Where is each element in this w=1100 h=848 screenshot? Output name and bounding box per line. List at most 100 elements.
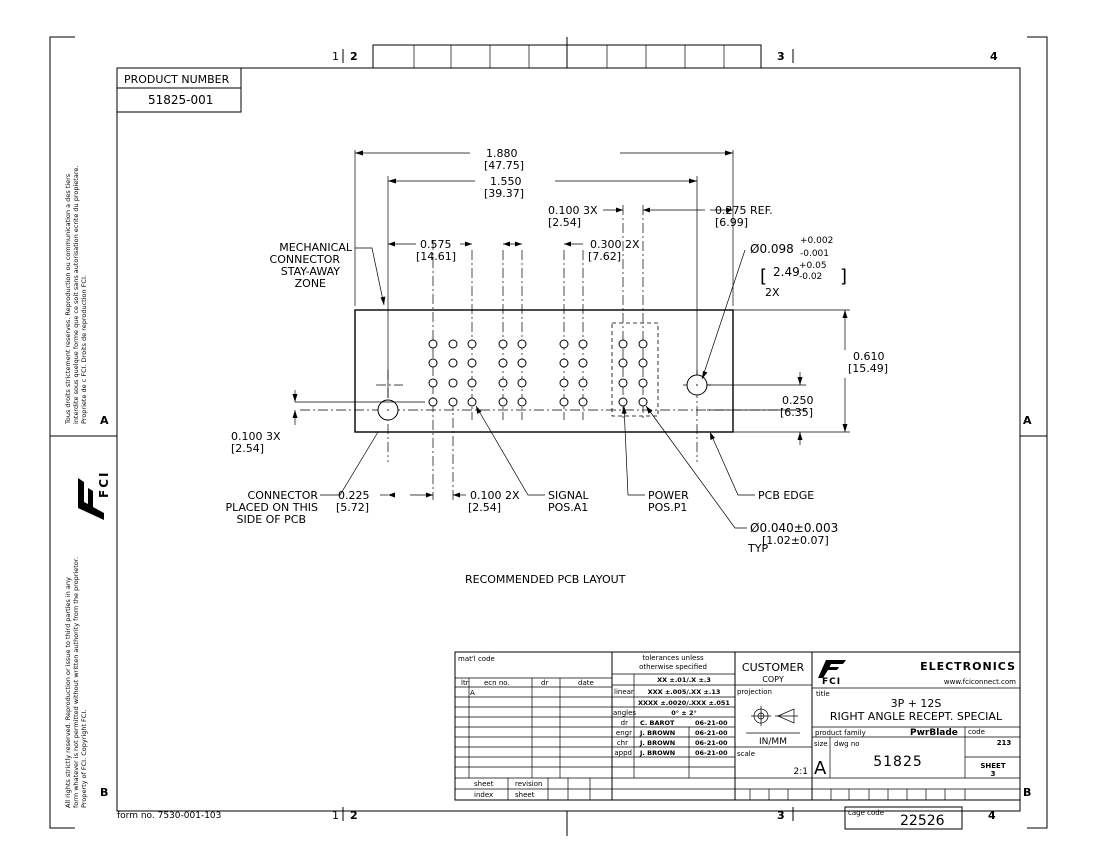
tolerance-row: XX ±.01/.X ±.3 — [657, 676, 711, 684]
svg-text:form whatever is not permitted: form whatever is not permitted without w… — [72, 557, 80, 808]
dim-0610: 0.610 — [853, 350, 885, 363]
svg-text:Propriete de c FCI. Droits de: Propriete de c FCI. Droits de reproducti… — [80, 275, 88, 424]
approval-role: appd — [614, 749, 632, 757]
copy-label: COPY — [762, 675, 784, 684]
zone-label: A — [1023, 414, 1032, 427]
svg-text:angles: angles — [613, 709, 636, 717]
legal-text-en: All rights strictly reserved. Reproducti… — [64, 557, 88, 808]
svg-text:FCI: FCI — [97, 471, 111, 498]
approval-role: dr — [621, 719, 628, 727]
revision-label: revision — [515, 780, 542, 788]
legal-text-fr: Tous droits strictement reserves. Reprod… — [64, 166, 88, 425]
cage-code-box: cage code 22526 — [844, 806, 963, 830]
power-holes — [618, 339, 648, 407]
product-number-box: PRODUCT NUMBER 51825-001 — [116, 67, 242, 113]
rev-ltr-a: A — [470, 689, 475, 697]
dim-1880-mm: [47.75] — [484, 159, 524, 172]
approval-name: J. BROWN — [639, 739, 675, 747]
product-family-label: product family — [815, 729, 866, 737]
dim-left-0100-mm: [2.54] — [231, 442, 264, 455]
tolerance-title: tolerances unless — [642, 654, 704, 662]
rev-header-ltr: ltr — [461, 679, 469, 687]
svg-text:Tous droits strictement reserv: Tous droits strictement reserves. Reprod… — [64, 173, 72, 425]
dim-0100-3x-mm: [2.54] — [548, 216, 581, 229]
fci-title-logo-text: FCI — [822, 677, 841, 687]
code-label: code — [968, 728, 985, 736]
fci-title-logo — [818, 660, 846, 678]
approval-date: 06-21-00 — [695, 729, 728, 737]
zone-label: 4 — [990, 50, 998, 63]
product-number-value: 51825-001 — [148, 93, 213, 107]
layout-title: RECOMMENDED PCB LAYOUT — [465, 573, 626, 586]
approval-role: chr — [617, 739, 628, 747]
sheet-border — [49, 36, 1048, 836]
dim-1880: 1.880 — [486, 147, 518, 160]
zone-label: 4 — [988, 809, 996, 822]
dim-0300-mm: [7.62] — [588, 250, 621, 263]
svg-text:[: [ — [760, 266, 767, 287]
zone-label: 3 — [777, 809, 785, 822]
approval-role: engr — [616, 729, 632, 737]
dim-0225-mm: [5.72] — [336, 501, 369, 514]
index-label: index — [474, 791, 493, 799]
dim-0275-mm: [6.99] — [715, 216, 748, 229]
zone-label: 2 — [350, 809, 358, 822]
svg-text:linear: linear — [614, 688, 634, 696]
zone-label: B — [100, 786, 108, 799]
svg-text:]: ] — [840, 266, 847, 287]
zone-label: 1 — [332, 809, 339, 822]
rev-header-dr: dr — [541, 679, 548, 687]
sheet-number-label: SHEET — [980, 762, 1005, 770]
pcb-layout-drawing — [292, 150, 850, 529]
approval-date: 06-21-00 — [695, 749, 728, 757]
svg-text:PLACED ON THIS: PLACED ON THIS — [225, 501, 318, 514]
svg-text:SIDE OF PCB: SIDE OF PCB — [237, 513, 307, 526]
size-label: size — [814, 740, 828, 748]
dim-typ: TYP — [747, 542, 768, 555]
zone-label: 3 — [777, 50, 785, 63]
dim-0225: 0.225 — [338, 489, 370, 502]
projection-label: projection — [737, 688, 772, 696]
svg-text:STAY-AWAY: STAY-AWAY — [281, 265, 341, 278]
note-power: POWER — [648, 489, 689, 502]
dim-1550: 1.550 — [490, 175, 522, 188]
svg-text:ZONE: ZONE — [295, 277, 326, 290]
svg-text:interdite sous quelque forme q: interdite sous quelque forme que ce soit… — [72, 166, 80, 424]
note-pcb-edge: PCB EDGE — [758, 489, 814, 502]
dim-dia-249-tol-dn: -0.02 — [799, 272, 822, 282]
approval-date: 06-21-00 — [695, 739, 728, 747]
product-number-label: PRODUCT NUMBER — [124, 73, 230, 86]
dim-0575-mm: [14.61] — [416, 250, 456, 263]
product-family-value: PwrBlade — [910, 728, 958, 738]
cage-code-value: 22526 — [900, 813, 945, 829]
dim-0100-3x: 0.100 3X — [548, 204, 598, 217]
svg-text:CONNECTOR: CONNECTOR — [270, 253, 341, 266]
connector-outline — [354, 309, 734, 433]
company-name: ELECTRONICS — [920, 660, 1016, 673]
approval-name: C. BAROT — [640, 719, 675, 727]
sheet-label: sheet — [474, 780, 494, 788]
scale-value: 2:1 — [794, 767, 808, 777]
drawing-notes: MECHANICAL CONNECTOR STAY-AWAY ZONE CONN… — [225, 241, 814, 586]
code-value: 213 — [997, 739, 1012, 747]
title-block: mat'l code ltr ecn no. dr date A sheet i… — [454, 651, 1021, 801]
dim-dia-040-mm: [1.02±0.07] — [762, 534, 829, 547]
zone-label: A — [100, 414, 109, 427]
svg-text:POS.P1: POS.P1 — [648, 501, 687, 514]
note-mech-zone: MECHANICAL — [279, 241, 353, 254]
approval-date: 06-21-00 — [695, 719, 728, 727]
note-signal: SIGNAL — [548, 489, 590, 502]
dim-0250-mm: [6.35] — [780, 406, 813, 419]
dim-0610-mm: [15.49] — [848, 362, 888, 375]
svg-text:POS.A1: POS.A1 — [548, 501, 588, 514]
tolerance-row: 0° ± 2° — [671, 709, 697, 717]
rev-header-date: date — [578, 679, 594, 687]
third-angle-projection-icon — [751, 706, 798, 726]
approval-name: J. BROWN — [639, 729, 675, 737]
dwg-no-label: dwg no — [834, 740, 860, 748]
fci-logo: FCI — [78, 471, 111, 520]
tolerance-row: XXX ±.005/.XX ±.13 — [648, 688, 721, 696]
svg-text:otherwise specified: otherwise specified — [639, 663, 707, 671]
svg-text:Property of FCI. Copyright FC: Property of FCI. Copyright FCI. — [80, 710, 88, 808]
